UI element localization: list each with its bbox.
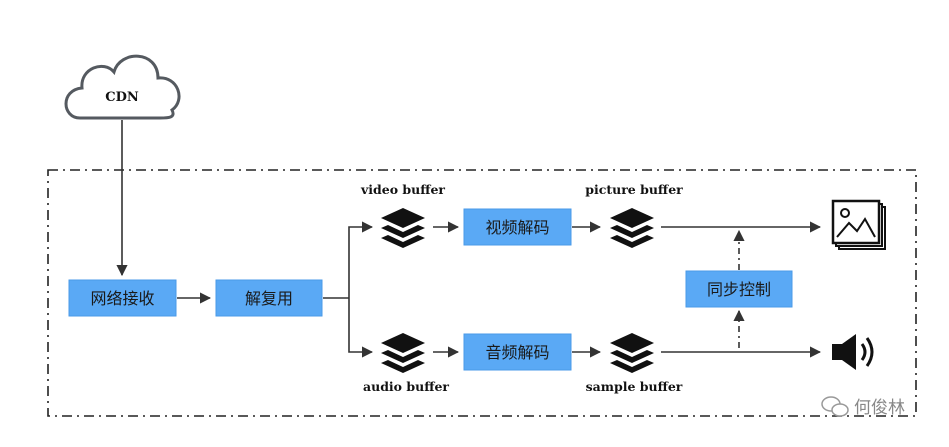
audio-buffer-label: audio buffer (363, 379, 449, 394)
wechat-icon (821, 396, 849, 417)
demux-label: 解复用 (245, 289, 293, 308)
receive-label: 网络接收 (90, 289, 154, 308)
player-boundary-frame (47, 169, 917, 417)
cdn-cloud: CDN (64, 54, 181, 120)
video-decode-label: 视频解码 (485, 218, 549, 237)
sample-buffer-stack-icon (610, 333, 654, 373)
audio-decode-label: 音频解码 (485, 343, 549, 362)
image-gallery-icon (831, 199, 886, 250)
speaker-icon (832, 334, 874, 370)
cloud-icon (64, 54, 181, 120)
picture-buffer-stack-icon (610, 208, 654, 248)
receive-node: 网络接收 (68, 279, 177, 317)
connector-split-video (348, 221, 374, 298)
demux-node: 解复用 (215, 279, 323, 317)
audio-decode-node: 音频解码 (463, 333, 572, 371)
picture-buffer-label: picture buffer (585, 182, 683, 197)
video-buffer-stack-icon (381, 208, 425, 248)
watermark-text: 何俊林 (854, 398, 905, 418)
sample-buffer-label: sample buffer (586, 379, 683, 394)
cdn-label: CDN (105, 90, 139, 105)
video-buffer-label: video buffer (360, 182, 445, 197)
sync-control-node: 同步控制 (685, 270, 793, 308)
video-decode-node: 视频解码 (463, 208, 572, 246)
audio-buffer-stack-icon (381, 333, 425, 373)
sync-control-label: 同步控制 (707, 280, 771, 299)
watermark: 何俊林 (821, 396, 905, 418)
connector-split-audio (348, 298, 374, 358)
